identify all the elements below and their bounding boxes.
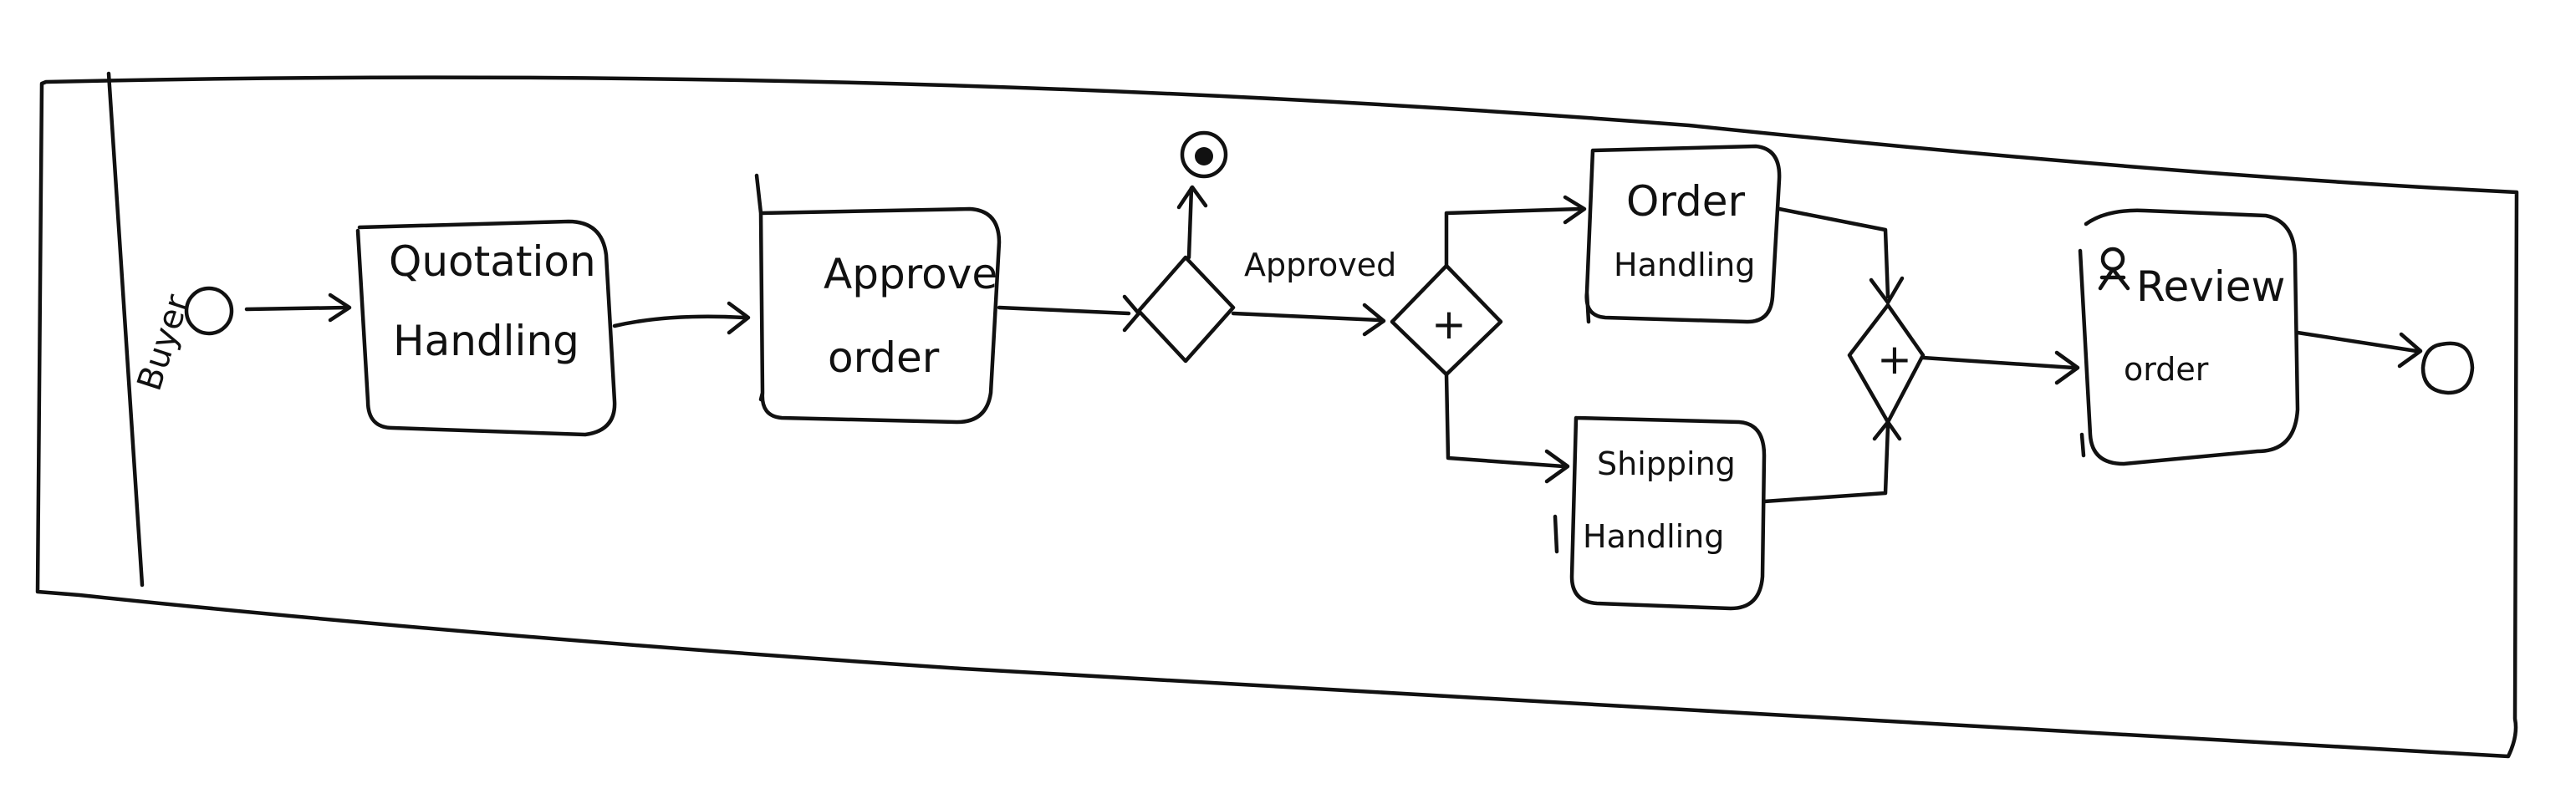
arrowhead (1544, 449, 1570, 484)
task-approve-label-1: Approve (824, 250, 997, 298)
arrowhead (1122, 294, 1141, 333)
user-icon (2098, 247, 2130, 291)
flow-approved (1231, 311, 1382, 323)
task-shipping-handling (1553, 415, 1767, 611)
lane-header-divider (106, 71, 145, 588)
flow-approve-to-gateway (997, 305, 1131, 316)
flow-order-to-join (1777, 206, 1890, 299)
task-order-label-1: Order (1626, 177, 1746, 226)
task-approve-order (754, 173, 1002, 425)
edge-label-approved: Approved (1244, 247, 1396, 283)
task-quotation-label-2: Handling (393, 317, 579, 365)
flow-start-to-quotation (244, 305, 349, 312)
arrowhead (1563, 195, 1587, 225)
flow-split-to-order (1444, 206, 1583, 268)
task-review-order (2078, 208, 2300, 466)
arrowhead (1869, 276, 1905, 305)
flow-join-to-review (1921, 355, 2076, 370)
task-quotation-handling (355, 219, 617, 437)
terminate-end-event-dot (1195, 147, 1213, 165)
task-review-label-2: order (2124, 351, 2209, 388)
flow-gateway-to-terminate (1186, 186, 1194, 260)
sequence-flows (244, 185, 2423, 504)
arrowhead (328, 293, 352, 323)
arrowhead (2054, 350, 2080, 385)
arrowhead (1362, 303, 1386, 337)
flow-shipping-to-join (1762, 424, 1890, 504)
flow-review-to-end (2295, 330, 2419, 354)
flow-split-to-shipping (1444, 372, 1566, 469)
flow-quotation-to-approve (612, 314, 747, 328)
arrowhead (727, 301, 751, 335)
parallel-split-symbol: + (1431, 300, 1467, 349)
task-order-handling (1584, 144, 1782, 324)
arrowhead (2397, 332, 2423, 369)
task-shipping-label-2: Handling (1583, 518, 1724, 555)
task-quotation-label-1: Quotation (389, 237, 596, 286)
pool-border (35, 75, 2519, 759)
task-shipping-label-1: Shipping (1597, 445, 1736, 482)
start-event (184, 286, 234, 336)
terminate-end-event (1180, 130, 1228, 179)
parallel-join-symbol: + (1877, 335, 1912, 384)
arrowhead (1176, 185, 1208, 210)
task-review-label-1: Review (2136, 262, 2285, 311)
task-approve-label-2: order (828, 333, 940, 382)
exclusive-gateway (1136, 255, 1236, 364)
end-event (2420, 341, 2475, 395)
arrowhead (1872, 420, 1902, 441)
task-order-label-2: Handling (1614, 247, 1755, 283)
